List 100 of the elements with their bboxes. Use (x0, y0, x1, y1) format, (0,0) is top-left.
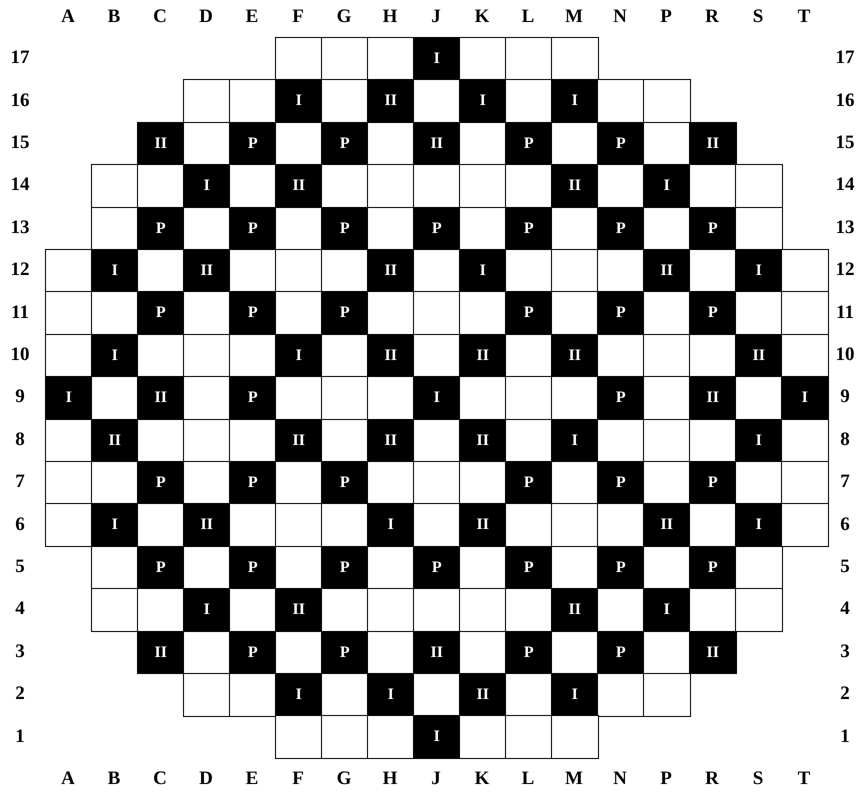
filled-grid-cell: P (597, 376, 644, 420)
column-label: L (520, 766, 536, 791)
filled-grid-cell: I (183, 164, 230, 208)
row-label: 6 (14, 512, 26, 537)
filled-grid-cell: II (689, 376, 736, 420)
row-label: 14 (834, 173, 856, 198)
filled-grid-cell: P (321, 206, 368, 250)
row-label: 15 (10, 130, 30, 155)
filled-grid-cell: II (367, 334, 414, 378)
filled-grid-cell: P (597, 291, 644, 336)
filled-grid-cell: P (321, 546, 368, 590)
filled-grid-cell: P (321, 291, 368, 336)
filled-grid-cell: I (45, 376, 92, 420)
row-label: 17 (10, 46, 30, 70)
filled-grid-cell: P (229, 376, 276, 420)
filled-grid-cell: I (459, 79, 506, 124)
filled-grid-cell: I (413, 376, 460, 420)
row-label: 17 (834, 46, 856, 70)
filled-grid-cell: I (643, 164, 690, 208)
filled-grid-cell: II (689, 630, 736, 674)
filled-grid-cell: II (367, 418, 414, 462)
column-label: F (291, 5, 305, 29)
filled-grid-cell: II (643, 503, 690, 548)
filled-grid-cell: I (413, 715, 460, 760)
filled-grid-cell: P (597, 630, 644, 674)
filled-grid-cell: I (275, 334, 322, 378)
row-label: 8 (839, 428, 851, 452)
column-label: R (704, 766, 720, 791)
filled-grid-cell: II (275, 164, 322, 208)
filled-grid-cell: P (137, 291, 184, 336)
filled-grid-cell: I (367, 503, 414, 548)
filled-grid-cell: II (183, 503, 230, 548)
row-label: 9 (14, 385, 26, 410)
filled-grid-cell: P (229, 206, 276, 250)
filled-grid-cell: I (275, 79, 322, 124)
filled-grid-cell: I (183, 588, 230, 632)
column-label: B (106, 5, 122, 29)
filled-grid-cell: P (505, 291, 552, 336)
row-label: 5 (839, 554, 851, 579)
filled-grid-cell: P (229, 546, 276, 590)
column-label: C (152, 5, 168, 29)
column-label: G (336, 5, 352, 29)
row-label: 15 (834, 130, 856, 155)
column-label: D (198, 766, 214, 791)
column-label: A (60, 5, 76, 29)
row-label: 2 (14, 682, 26, 706)
filled-grid-cell: II (551, 334, 598, 378)
column-label: N (612, 5, 628, 29)
filled-grid-cell: II (643, 249, 690, 293)
column-label: P (659, 766, 673, 791)
row-label: 7 (839, 470, 851, 494)
filled-grid-cell: P (505, 206, 552, 250)
filled-grid-cell: I (413, 37, 460, 81)
filled-grid-cell: II (689, 122, 736, 166)
row-label: 11 (10, 300, 30, 325)
filled-grid-cell: P (689, 291, 736, 336)
row-label: 16 (10, 88, 30, 113)
filled-grid-cell: I (551, 418, 598, 462)
filled-grid-cell: I (735, 503, 782, 548)
row-label: 7 (14, 470, 26, 494)
filled-grid-cell: P (321, 630, 368, 674)
column-label: S (752, 766, 764, 791)
column-label: R (704, 5, 720, 29)
filled-grid-cell: II (137, 376, 184, 420)
row-label: 10 (10, 342, 30, 367)
column-label: D (198, 5, 214, 29)
filled-grid-cell: II (459, 418, 506, 462)
filled-grid-cell: II (459, 503, 506, 548)
filled-grid-cell: II (275, 588, 322, 632)
filled-grid-cell: P (689, 546, 736, 590)
filled-grid-cell: II (413, 630, 460, 674)
filled-grid-cell: I (735, 249, 782, 293)
filled-grid-cell: II (137, 630, 184, 674)
row-label: 14 (10, 173, 30, 198)
filled-grid-cell: II (459, 334, 506, 378)
filled-grid-cell: II (551, 588, 598, 632)
column-label: S (752, 5, 764, 29)
filled-grid-cell: II (413, 122, 460, 166)
filled-grid-cell: P (689, 461, 736, 505)
row-label: 13 (834, 216, 856, 240)
filled-grid-cell: II (551, 164, 598, 208)
filled-grid-cell: P (137, 461, 184, 505)
filled-grid-cell: II (275, 418, 322, 462)
column-label: T (796, 766, 812, 791)
filled-grid-cell: P (229, 461, 276, 505)
filled-grid-cell: II (367, 79, 414, 124)
row-label: 12 (10, 258, 30, 282)
filled-grid-cell: P (137, 546, 184, 590)
filled-grid-cell: P (229, 122, 276, 166)
filled-grid-cell: II (137, 122, 184, 166)
row-label: 5 (14, 554, 26, 579)
column-label: H (382, 5, 398, 29)
row-label: 9 (839, 385, 851, 410)
filled-grid-cell: I (735, 418, 782, 462)
filled-grid-cell: P (597, 206, 644, 250)
filled-grid-cell: I (275, 673, 322, 717)
filled-grid-cell: P (321, 122, 368, 166)
row-label: 12 (834, 258, 856, 282)
column-label: J (430, 5, 442, 29)
filled-grid-cell: I (91, 334, 138, 378)
